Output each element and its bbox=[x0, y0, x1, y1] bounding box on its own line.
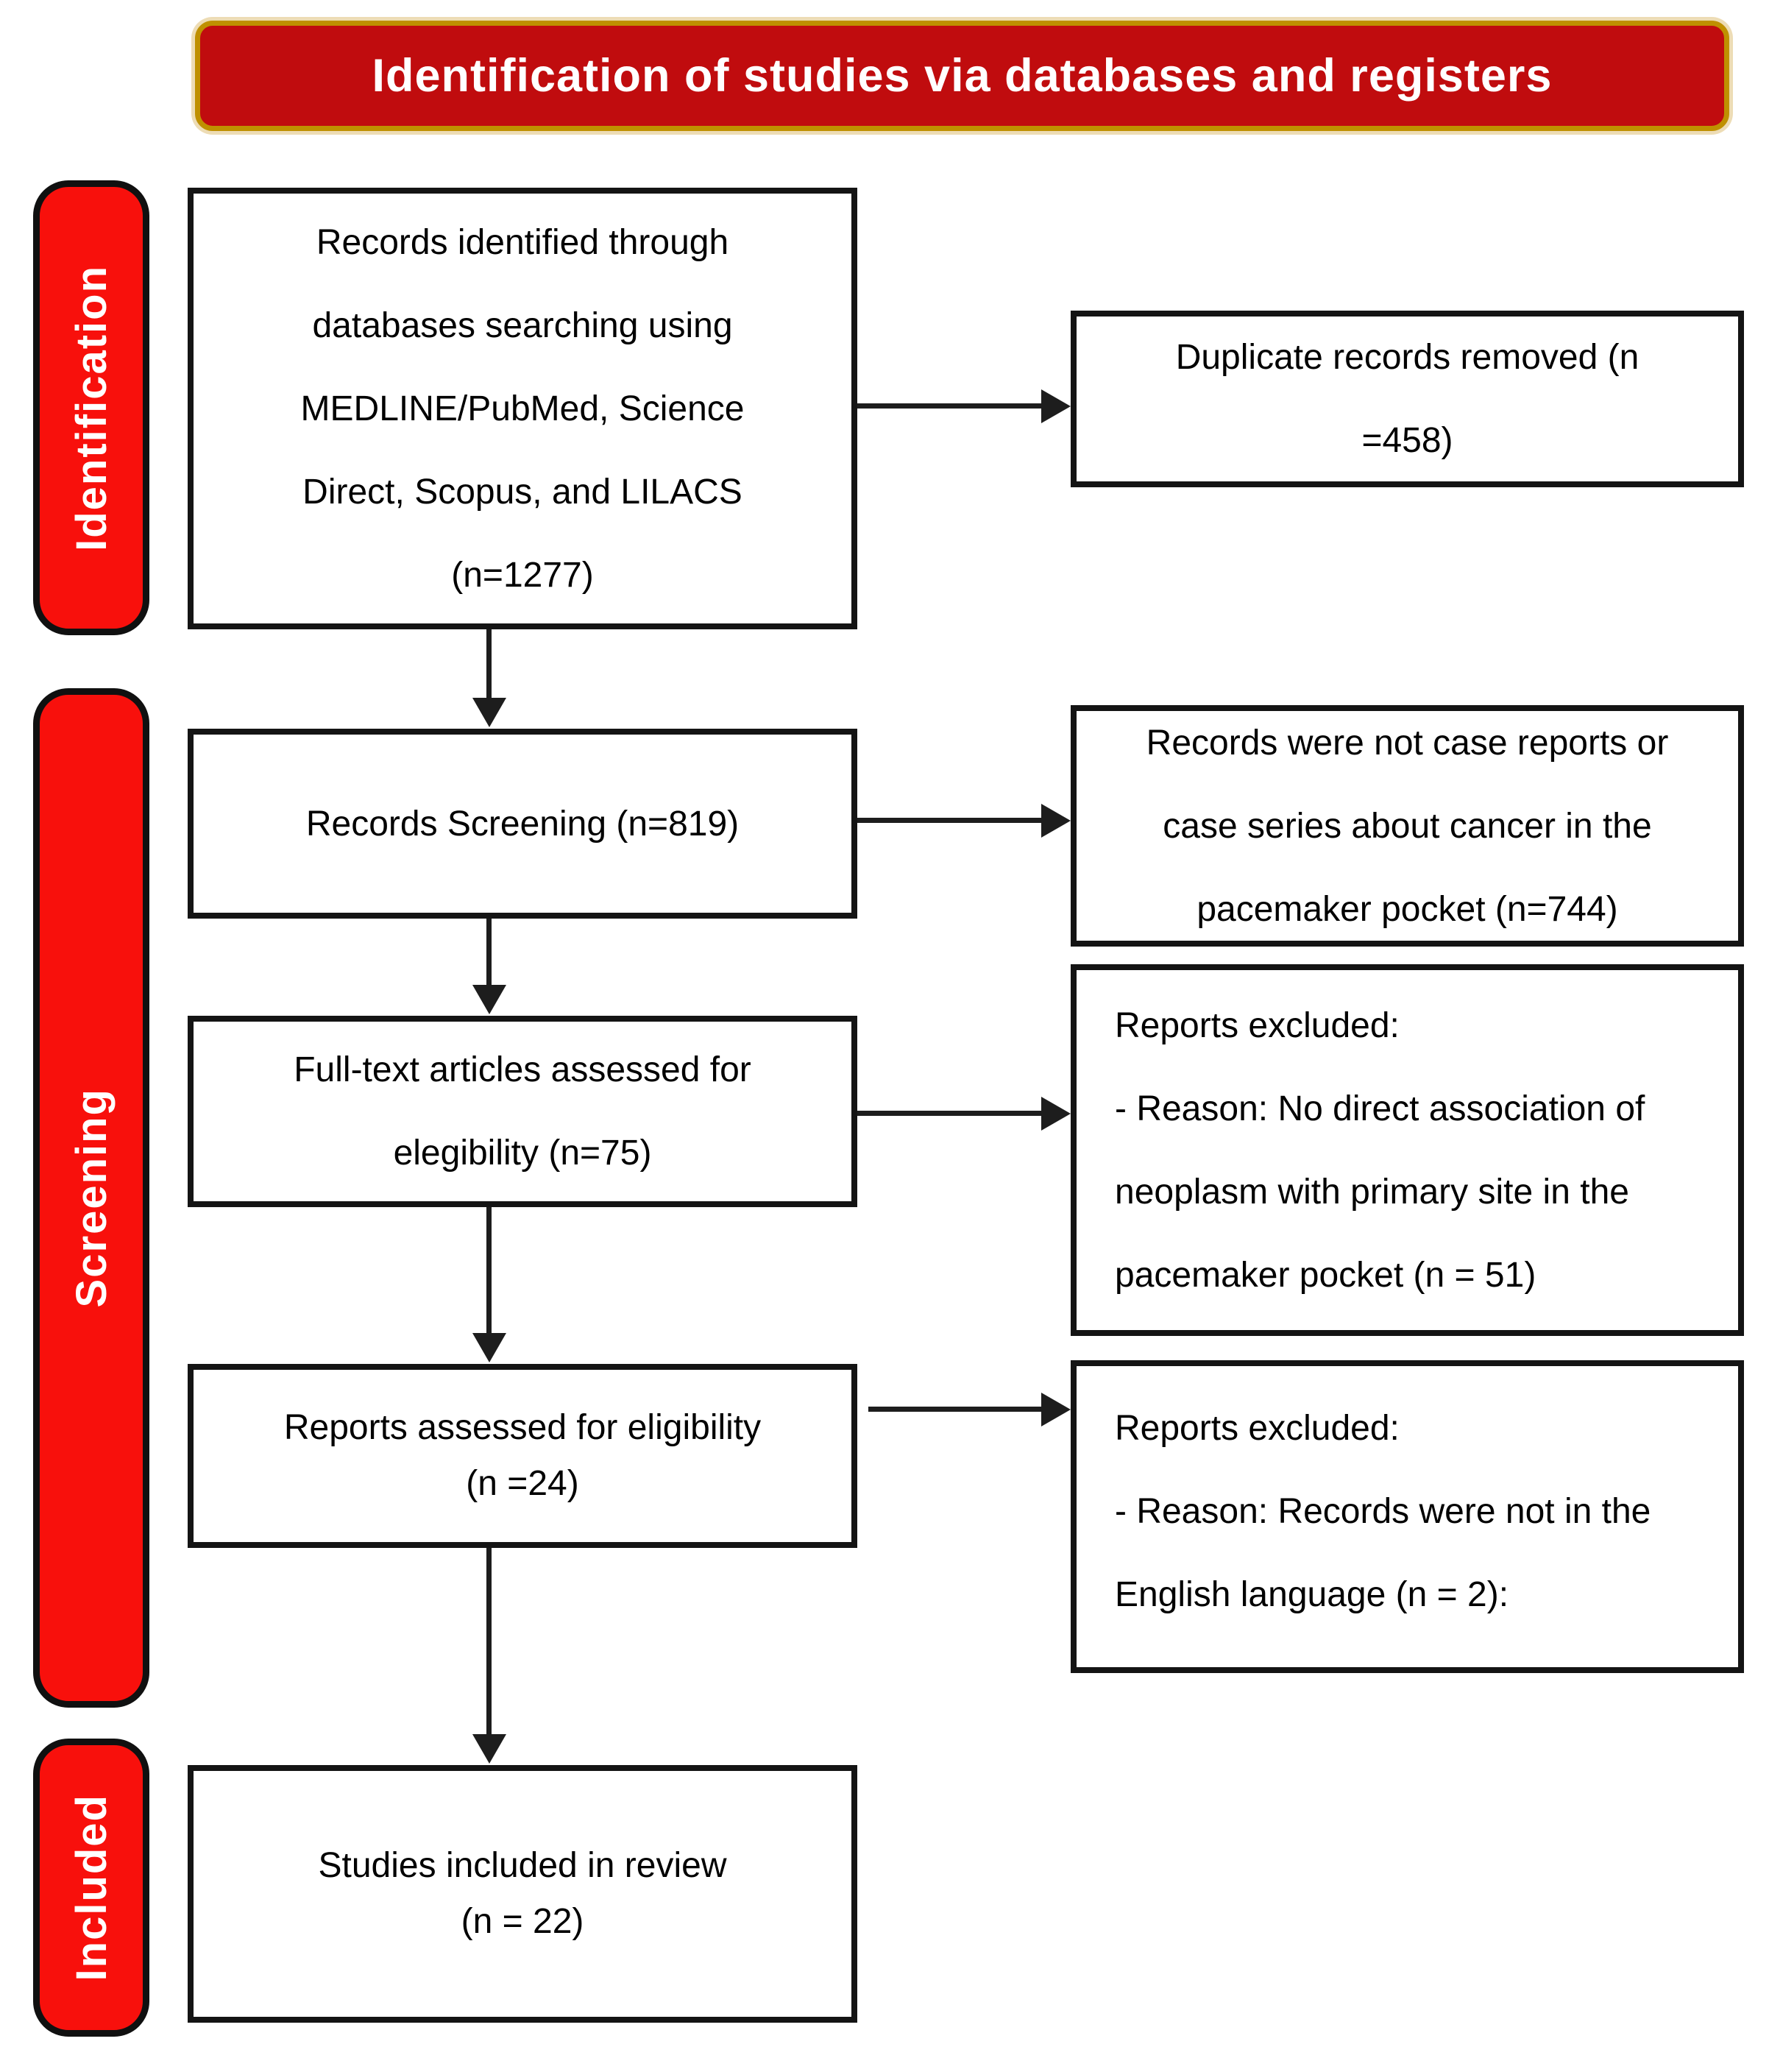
box-text-line: databases searching using bbox=[312, 305, 733, 345]
stage-label-identification: Identification bbox=[67, 264, 116, 551]
box-records-screening: Records Screening (n=819) bbox=[188, 729, 857, 919]
box-text-line: elegibility (n=75) bbox=[393, 1134, 652, 1173]
box-text-line: Full-text articles assessed for bbox=[294, 1050, 751, 1089]
arrow-assessed-to-included bbox=[486, 1548, 492, 1736]
box-text-line: Records identified through bbox=[316, 222, 729, 262]
box-text-line: Records Screening (n=819) bbox=[305, 804, 740, 844]
stage-label-included: Included bbox=[67, 1794, 116, 1981]
box-reports-excluded-language: Reports excluded: - Reason: Records were… bbox=[1071, 1360, 1744, 1673]
arrow-screening-to-not-case-reports bbox=[857, 818, 1041, 823]
box-text-line: (n=1277) bbox=[451, 555, 594, 595]
box-text-line: neoplasm with primary site in the bbox=[1115, 1172, 1629, 1212]
arrow-identified-to-screening bbox=[486, 629, 492, 699]
box-text-line: Records were not case reports or bbox=[1146, 723, 1669, 763]
box-text-line: - Reason: Records were not in the bbox=[1115, 1492, 1651, 1531]
box-text-line: =458) bbox=[1361, 421, 1453, 460]
box-text-line: Reports excluded: bbox=[1115, 1005, 1400, 1045]
stage-bar-included: Included bbox=[33, 1739, 149, 2037]
box-not-case-reports: Records were not case reports or case se… bbox=[1071, 705, 1744, 947]
box-records-identified: Records identified through databases sea… bbox=[188, 188, 857, 629]
stage-bar-screening: Screening bbox=[33, 688, 149, 1708]
box-fulltext-assessed: Full-text articles assessed for elegibil… bbox=[188, 1016, 857, 1207]
diagram-title: Identification of studies via databases … bbox=[372, 50, 1553, 102]
box-text-line: case series about cancer in the bbox=[1163, 806, 1652, 846]
stage-label-screening: Screening bbox=[67, 1088, 116, 1308]
box-text-line: (n = 22) bbox=[461, 1902, 584, 1941]
box-reports-assessed: Reports assessed for eligibility (n =24) bbox=[188, 1364, 857, 1548]
box-text-line: pacemaker pocket (n = 51) bbox=[1115, 1255, 1536, 1295]
box-studies-included: Studies included in review (n = 22) bbox=[188, 1765, 857, 2023]
arrow-fulltext-to-assessed bbox=[486, 1207, 492, 1334]
box-text-line: Reports assessed for eligibility bbox=[283, 1408, 762, 1447]
stage-bar-identification: Identification bbox=[33, 180, 149, 635]
box-text-line: Studies included in review bbox=[318, 1846, 727, 1885]
box-duplicates-removed: Duplicate records removed (n =458) bbox=[1071, 311, 1744, 487]
box-text-line: Direct, Scopus, and LILACS bbox=[302, 472, 742, 512]
box-text-line: Duplicate records removed (n bbox=[1175, 338, 1639, 377]
arrow-identified-to-duplicates bbox=[857, 403, 1041, 409]
title-banner: Identification of studies via databases … bbox=[195, 21, 1729, 131]
box-text-line: MEDLINE/PubMed, Science bbox=[300, 389, 745, 428]
arrow-assessed-to-excluded bbox=[868, 1407, 1041, 1412]
box-text-line: (n =24) bbox=[466, 1464, 579, 1503]
arrow-screening-to-fulltext bbox=[486, 919, 492, 986]
box-text-line: English language (n = 2): bbox=[1115, 1575, 1509, 1614]
box-text-line: - Reason: No direct association of bbox=[1115, 1089, 1645, 1128]
box-text-line: Reports excluded: bbox=[1115, 1409, 1400, 1448]
arrow-fulltext-to-excluded bbox=[857, 1111, 1041, 1116]
box-reports-excluded-no-association: Reports excluded: - Reason: No direct as… bbox=[1071, 964, 1744, 1336]
box-text-line: pacemaker pocket (n=744) bbox=[1197, 889, 1618, 929]
